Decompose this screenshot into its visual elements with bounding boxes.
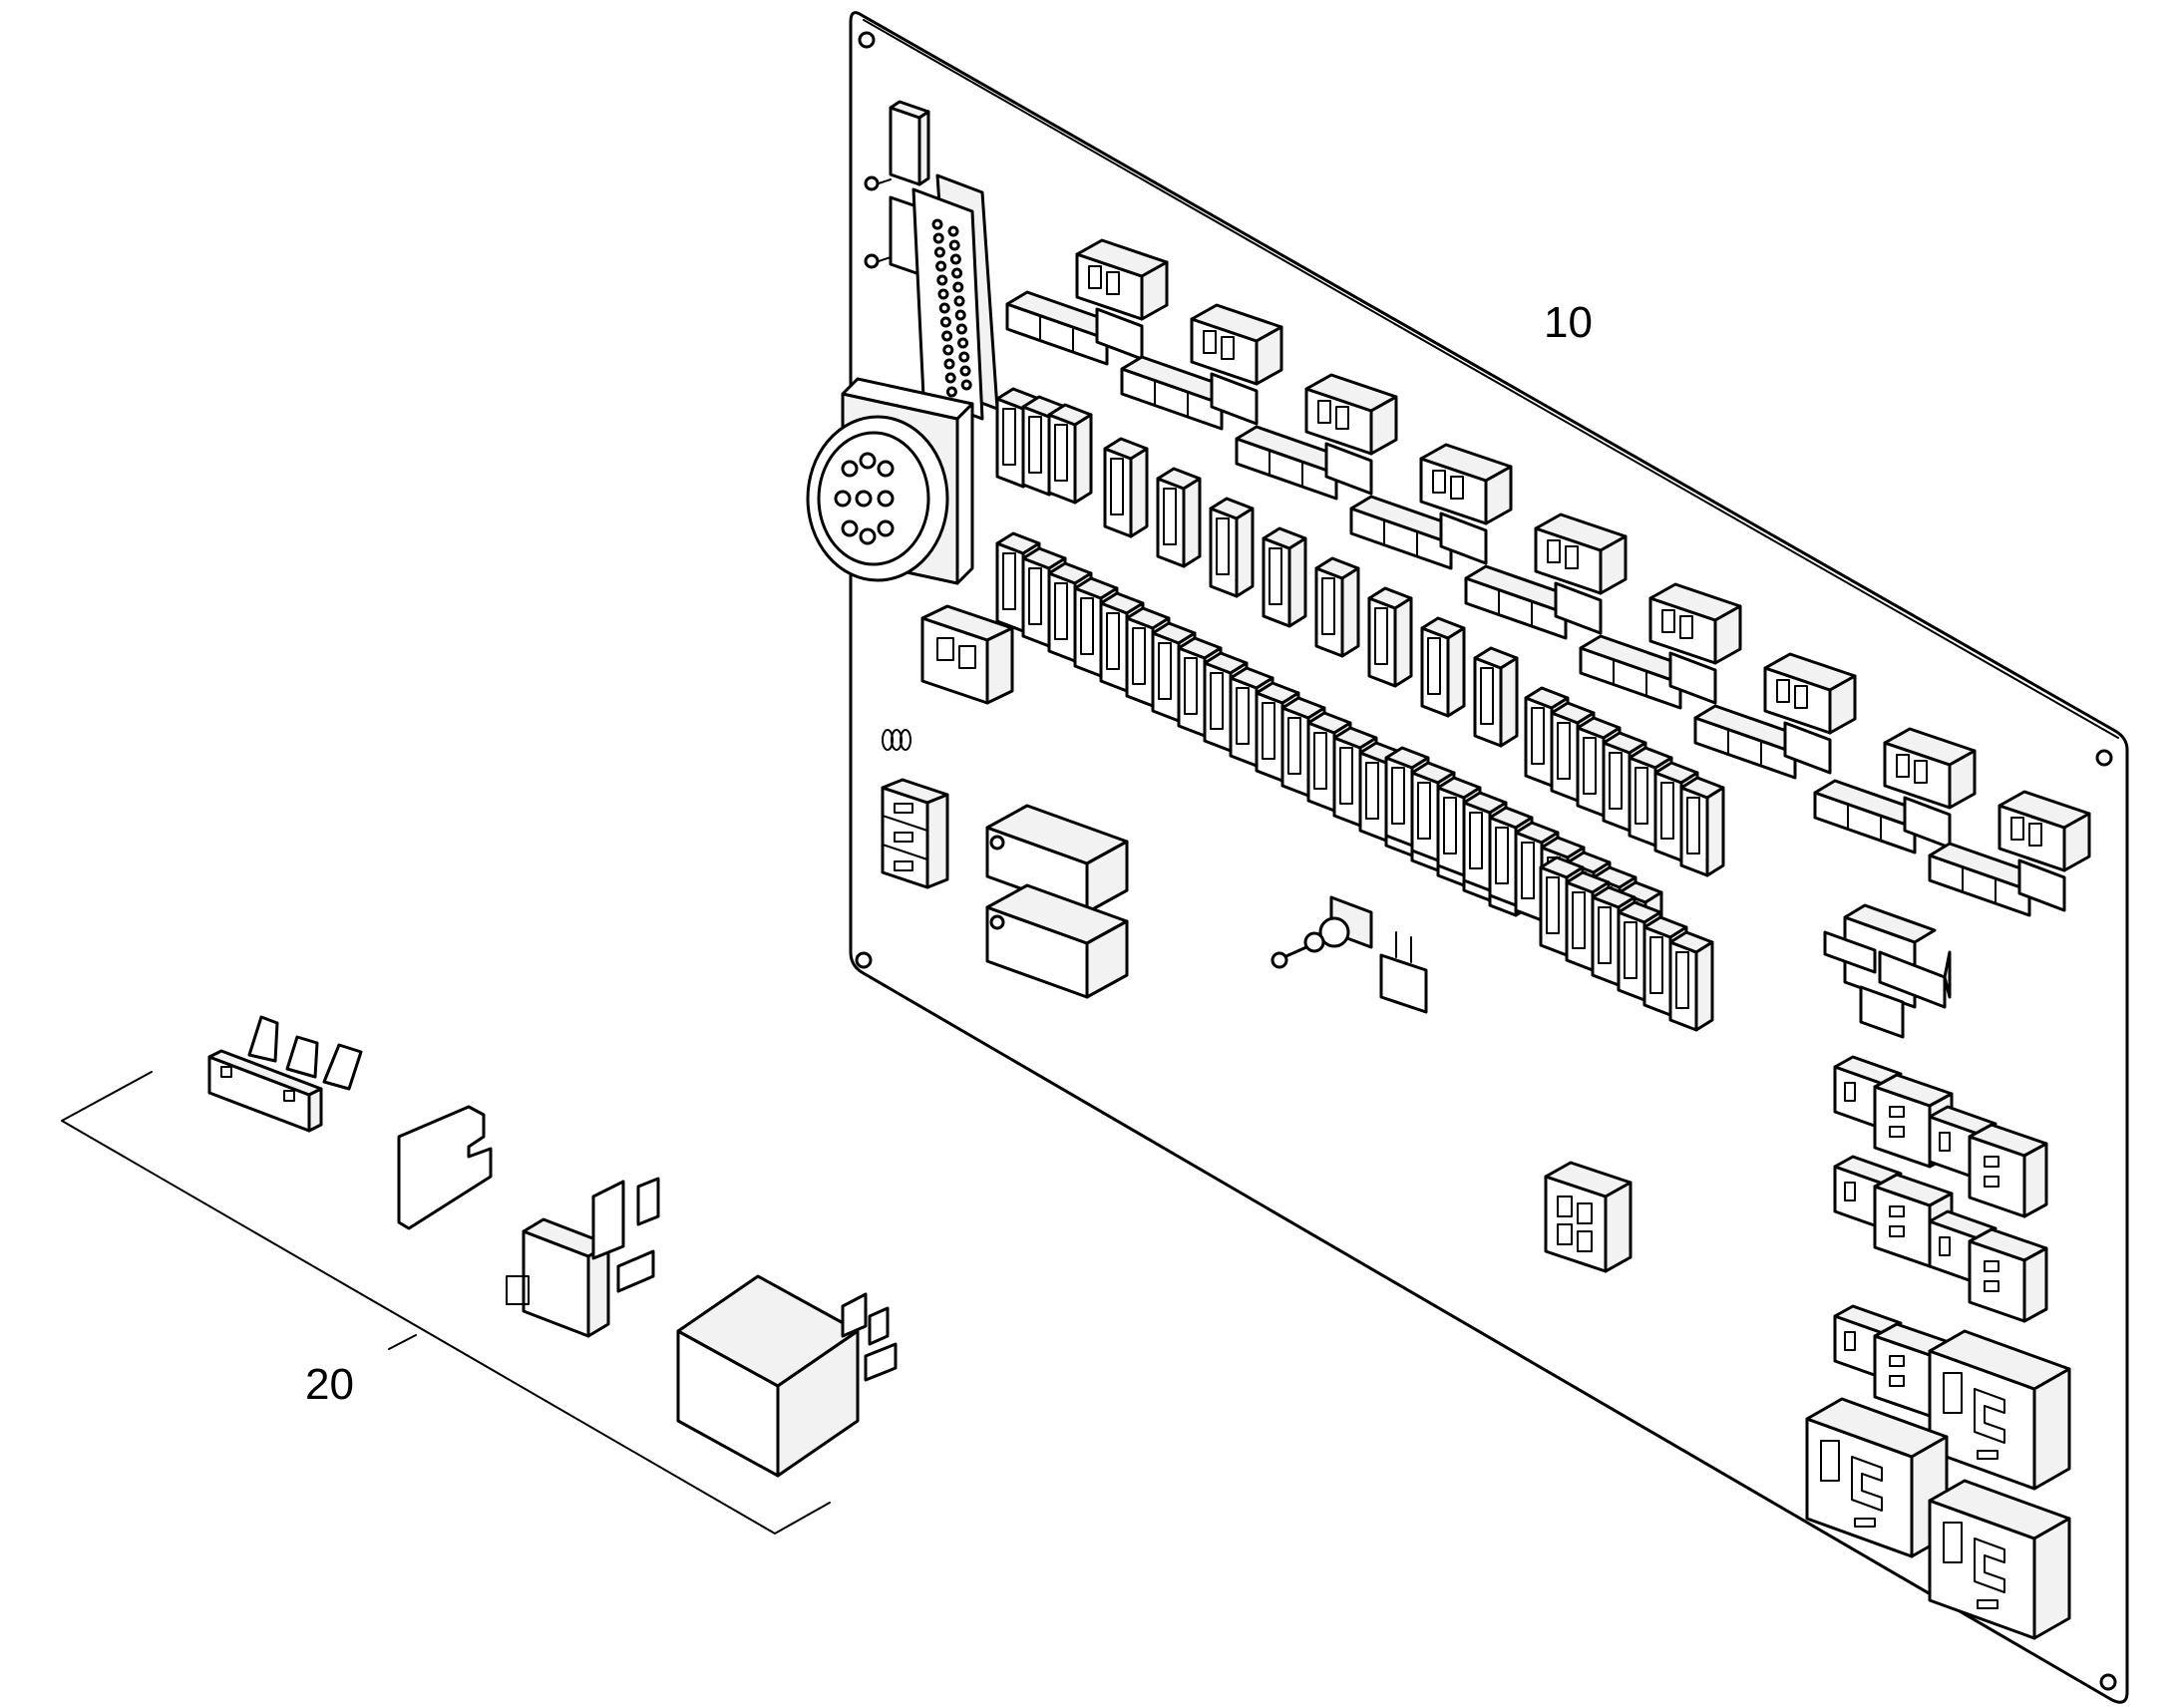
connector-pin — [937, 288, 949, 300]
connector-pin — [959, 365, 971, 377]
fuse-row-upper — [995, 387, 1519, 748]
connector-pin — [932, 232, 944, 244]
relay-socket-cluster — [1833, 1055, 2048, 1418]
fuse — [1262, 526, 1307, 628]
connector-pin — [938, 302, 950, 314]
fuse-row-right-lower — [1539, 855, 1714, 1032]
connector-pin — [859, 452, 877, 470]
connector-pin — [960, 379, 972, 391]
fuse — [1047, 403, 1093, 505]
bracket-line — [61, 1071, 831, 1535]
connector-pin — [877, 490, 895, 508]
relay-socket — [1579, 582, 1742, 710]
large-relay-bases — [1805, 1329, 2071, 1640]
fuse — [1209, 497, 1255, 598]
relay-socket-row — [1005, 238, 2091, 917]
fuse — [1314, 556, 1360, 658]
connector-pin — [936, 274, 948, 286]
relay-socket — [1928, 1105, 2048, 1218]
connector-pin — [939, 316, 951, 328]
connector-pin — [947, 225, 959, 237]
fuse — [1367, 586, 1413, 688]
relay-socket — [1928, 790, 2091, 917]
connector-pin — [952, 281, 964, 293]
connector-pin — [951, 267, 963, 279]
connector-pin — [841, 519, 859, 537]
relay-socket — [1464, 512, 1628, 640]
large-relay-base — [1805, 1397, 1949, 1558]
fuse — [1103, 437, 1149, 538]
relay-socket — [1120, 303, 1283, 431]
fuse — [1473, 646, 1519, 748]
connector-pin — [954, 309, 966, 321]
connector-pin — [948, 239, 960, 251]
connector-pin — [941, 330, 953, 342]
relay-socket — [1235, 373, 1398, 501]
connector-pin — [945, 386, 957, 398]
cross-socket — [1823, 903, 1952, 1039]
connector-pin — [955, 323, 967, 335]
connector-pin — [859, 527, 877, 545]
connector-pin — [841, 460, 859, 478]
connector-block — [1544, 1161, 1633, 1273]
connector-pin — [877, 460, 895, 478]
blade-fuse-part — [207, 1015, 363, 1133]
relay-socket — [1349, 443, 1513, 570]
mounting-hole — [855, 31, 2117, 1691]
circular-connector — [806, 377, 974, 585]
connector-pin — [953, 295, 965, 307]
fuse-holder-part — [506, 1177, 660, 1338]
connector-pin — [834, 490, 852, 508]
center-toggle-switch — [1271, 895, 1428, 1014]
fuse — [1668, 930, 1714, 1032]
connector-pin — [958, 351, 970, 363]
connector-pin — [944, 372, 956, 384]
board-relay — [985, 804, 1129, 999]
connector-pin — [855, 490, 873, 508]
fuse-cover-part — [397, 1105, 493, 1230]
connector-pin — [957, 337, 969, 349]
callout-10: 10 — [1544, 298, 1593, 347]
fuse-row-right-upper — [1524, 686, 1725, 877]
relay-socket — [1005, 238, 1169, 366]
fuse — [1420, 616, 1466, 718]
connector-pin — [942, 344, 954, 356]
connector-block — [920, 604, 1014, 705]
connector-pin — [949, 253, 961, 265]
connector-pin — [943, 358, 955, 370]
spring-component — [882, 729, 911, 751]
large-relay-base — [1928, 1479, 2071, 1640]
d-sub-connector — [911, 173, 999, 421]
fuse — [1679, 776, 1725, 877]
relay-part — [676, 1274, 898, 1478]
relay-socket — [1928, 1209, 2048, 1323]
connector-pin — [931, 218, 943, 230]
relay-socket — [1693, 652, 1857, 780]
relay-socket — [1833, 1055, 1954, 1169]
large-relay-base — [1928, 1329, 2071, 1491]
connector-pin — [933, 246, 945, 258]
callout-20: 20 — [305, 1360, 354, 1409]
relay-socket — [1813, 727, 1977, 854]
connector-pin — [935, 260, 947, 272]
terminal-stack — [881, 778, 949, 889]
fuse — [1156, 467, 1202, 568]
connector-pin — [877, 519, 895, 537]
